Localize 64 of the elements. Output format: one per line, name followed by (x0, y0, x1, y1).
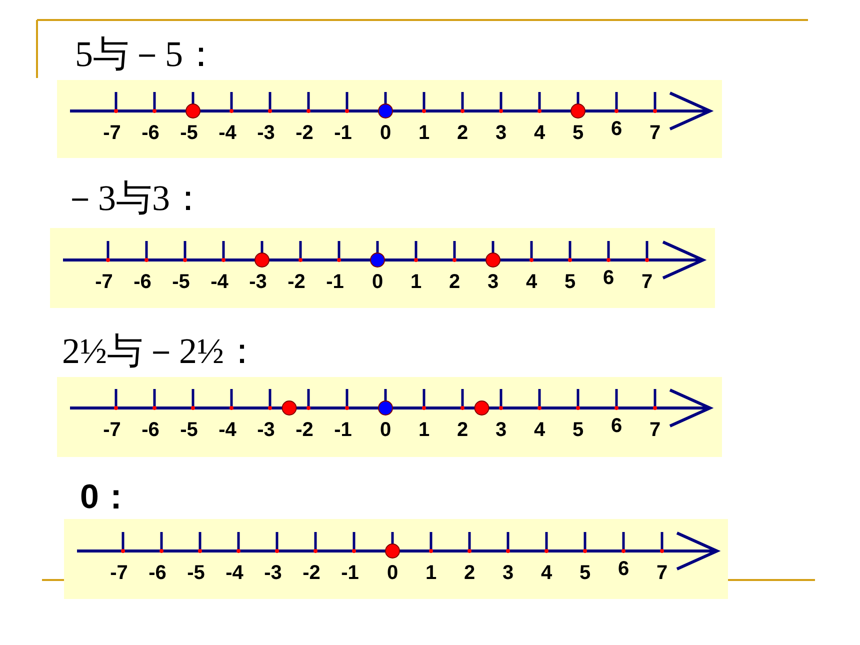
tick-label: 7 (656, 563, 668, 583)
tick-label: -5 (180, 123, 198, 143)
tick-label: 1 (418, 123, 430, 143)
tick-label: -1 (334, 420, 352, 440)
tick-label: 6 (602, 268, 614, 288)
tick-label: 4 (526, 272, 538, 292)
tick-label: -3 (264, 563, 282, 583)
tick-label: -7 (95, 272, 113, 292)
heading-text: －3与3： (62, 180, 206, 216)
tick-label: -3 (257, 123, 275, 143)
tick-label: -6 (142, 123, 160, 143)
tick-label: 0 (380, 123, 392, 143)
heading-text: 2½与－2½： (62, 333, 260, 369)
tick-label: 0 (386, 563, 398, 583)
tick-label: -4 (218, 123, 236, 143)
tick-label: 7 (641, 272, 653, 292)
tick-label: -2 (288, 272, 306, 292)
tick-label: 3 (495, 420, 507, 440)
tick-label: -4 (226, 563, 244, 583)
tick-label: 5 (564, 272, 576, 292)
tick-label: 0 (380, 420, 392, 440)
tick-label: -7 (103, 123, 121, 143)
tick-label: 6 (618, 559, 630, 579)
tick-label: -4 (218, 420, 236, 440)
tick-label: 6 (610, 119, 622, 139)
tick-label: -5 (172, 272, 190, 292)
tick-label: 3 (487, 272, 499, 292)
tick-label: 3 (502, 563, 514, 583)
tick-label: 1 (410, 272, 422, 292)
tick-label: -1 (326, 272, 344, 292)
tick-label: -3 (249, 272, 267, 292)
heading-text: 5与－5： (75, 36, 219, 72)
tick-label: -1 (334, 123, 352, 143)
tick-label: -6 (134, 272, 152, 292)
tick-label: -5 (187, 563, 205, 583)
tick-label: -6 (148, 563, 166, 583)
tick-label: 4 (540, 563, 552, 583)
tick-label: 0 (372, 272, 384, 292)
heading-text: 0： (80, 480, 133, 514)
tick-label: 5 (572, 420, 584, 440)
tick-label: 2 (456, 123, 468, 143)
tick-label: -2 (302, 563, 320, 583)
tick-label: -7 (110, 563, 128, 583)
tick-label: 2 (464, 563, 476, 583)
tick-label: 2 (448, 272, 460, 292)
tick-label: -4 (210, 272, 228, 292)
tick-label: -2 (296, 420, 314, 440)
tick-label: 1 (418, 420, 430, 440)
tick-label: -2 (296, 123, 314, 143)
tick-label: -3 (257, 420, 275, 440)
tick-label: -1 (341, 563, 359, 583)
tick-label: 5 (579, 563, 591, 583)
tick-label: 6 (610, 416, 622, 436)
tick-label: 7 (649, 420, 661, 440)
tick-label: 4 (534, 123, 546, 143)
tick-label: 3 (495, 123, 507, 143)
tick-label: -7 (103, 420, 121, 440)
tick-label: 1 (425, 563, 437, 583)
tick-label: 7 (649, 123, 661, 143)
tick-label: 2 (456, 420, 468, 440)
tick-label: -5 (180, 420, 198, 440)
tick-label: -6 (142, 420, 160, 440)
tick-label: 5 (572, 123, 584, 143)
tick-label: 4 (534, 420, 546, 440)
